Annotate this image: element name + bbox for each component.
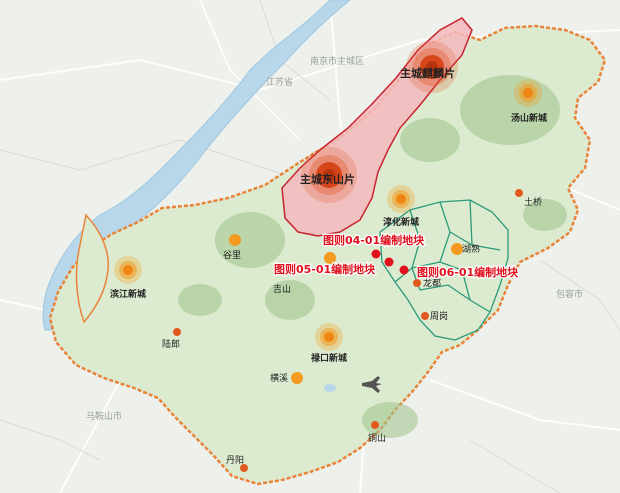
town-dot-lulang — [173, 328, 181, 336]
town-label-hushu: 湖熟 — [462, 243, 480, 255]
center-major-dongshan — [301, 147, 357, 203]
plot-marker-04-01 — [371, 249, 381, 259]
base-label-maanshan: 马鞍山市 — [86, 410, 122, 422]
town-label-jishan: 吉山 — [273, 284, 291, 295]
town-label-tongshan: 铜山 — [368, 432, 386, 444]
town-label-lulang: 陆郎 — [162, 338, 180, 350]
plot-labels: 图则04-01编制地块 图则05-01编制地块 图则06-01编制地块 — [273, 232, 521, 281]
center-newtown-binjiang — [114, 256, 142, 284]
plot-marker-06-01 — [399, 265, 409, 275]
base-label-jiangsu: 江苏省 — [266, 76, 293, 88]
town-dot-longdu — [413, 279, 421, 287]
town-label-hengxi: 横溪 — [270, 372, 288, 384]
plot-label-06-01: 图则06-01编制地块 — [417, 265, 519, 279]
airport-icon — [362, 376, 382, 393]
base-label-nanjing-main: 南京市主城区 — [310, 55, 364, 67]
town-dot-jishan — [324, 252, 336, 264]
center-label-binjiang: 滨江新城 — [110, 288, 146, 300]
center-newtown-tangshan — [514, 79, 542, 107]
center-label-qilin: 主城麒麟片 — [400, 66, 455, 80]
town-label-zhougang: 周岗 — [430, 311, 448, 322]
town-dot-tongshan — [371, 421, 379, 429]
mountain-areas — [178, 75, 567, 438]
town-label-longdu: 龙都 — [423, 277, 441, 289]
town-dot-danyang — [240, 464, 248, 472]
base-label-baorong: 包容市 — [556, 288, 583, 300]
town-label-tuqiao: 土桥 — [524, 196, 542, 208]
town-dot-zhougang — [421, 312, 429, 320]
lake — [324, 384, 336, 392]
center-label-lukou: 禄口新城 — [310, 352, 347, 364]
plot-marker-05-01 — [384, 257, 394, 267]
plot-label-05-01: 图则05-01编制地块 — [274, 262, 376, 276]
town-label-danyang: 丹阳 — [226, 455, 244, 466]
center-label-tangshan: 汤山新城 — [511, 112, 547, 124]
town-label-guli: 谷里 — [223, 250, 241, 261]
river-island — [75, 213, 109, 324]
center-major-qilin — [406, 41, 458, 93]
center-newtown-chunhua — [387, 185, 415, 213]
center-label-chunhua: 淳化新城 — [383, 216, 419, 228]
plot-label-04-01: 图则04-01编制地块 — [323, 233, 425, 247]
town-dot-hengxi — [291, 372, 303, 384]
center-newtown-lukou — [315, 323, 343, 351]
town-dot-tuqiao — [515, 189, 523, 197]
town-dot-guli — [229, 234, 241, 246]
town-dot-hushu — [451, 243, 463, 255]
town-boundaries — [379, 199, 509, 341]
center-label-dongshan: 主城东山片 — [300, 172, 355, 186]
